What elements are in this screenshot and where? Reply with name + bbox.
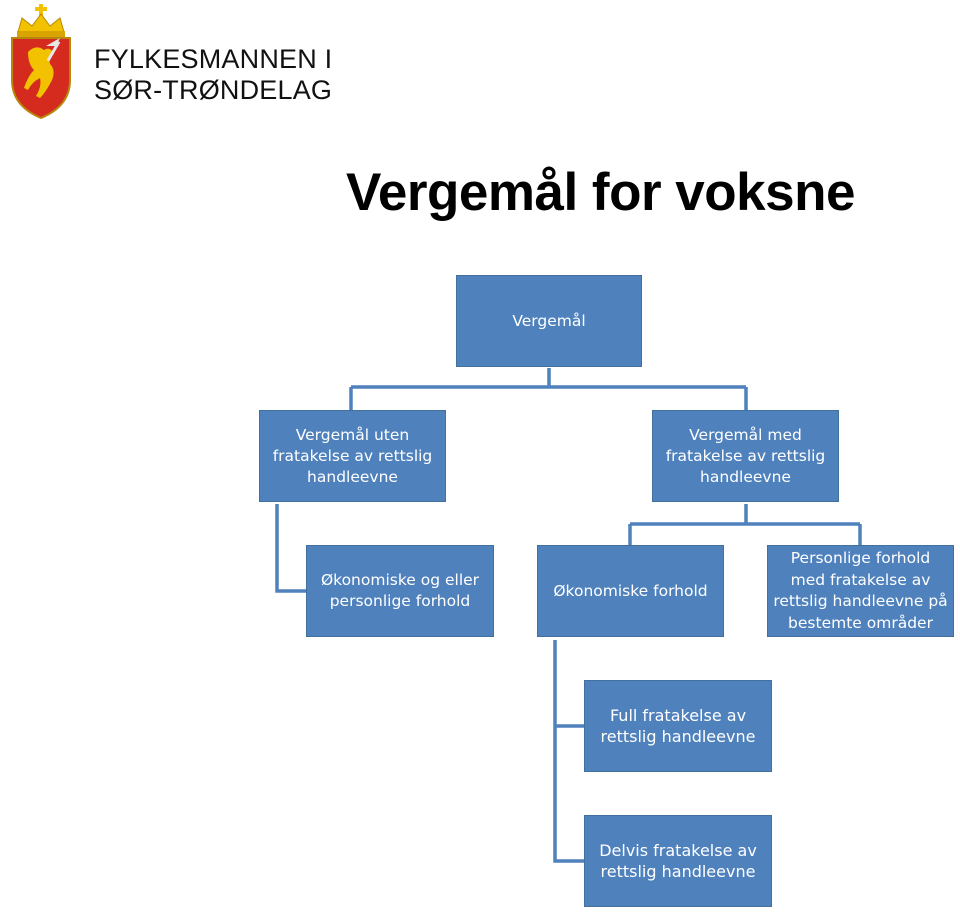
node-right-child-2: Personlige forhold med fratakelse av ret… [767,545,954,637]
node-right-child-1-label: Økonomiske forhold [553,581,708,600]
node-sub-child-2: Delvis fratakelse av rettslig handleevne [584,815,772,907]
node-level1-right: Vergemål med fratakelse av rettslig hand… [652,410,839,502]
page-title: Vergemål for voksne [346,163,855,222]
node-sub-child-1: Full fratakelse av rettslig handleevne [584,680,772,772]
node-level1-right-label: Vergemål med fratakelse av rettslig hand… [665,425,826,486]
node-left-child-label: Økonomiske og eller personlige forhold [320,571,480,610]
node-right-child-2-label: Personlige forhold med fratakelse av ret… [773,549,948,632]
node-root-label: Vergemål [512,311,586,330]
connector-sub-children [553,640,585,863]
node-sub-child-1-label: Full fratakelse av rettslig handleevne [600,706,756,746]
node-root: Vergemål [456,275,642,367]
node-level1-left-label: Vergemål uten fratakelse av rettslig han… [272,425,433,486]
node-left-child: Økonomiske og eller personlige forhold [306,545,494,637]
connector-left-child [275,504,306,593]
crown-icon [17,4,65,37]
organization-name: FYLKESMANNEN I SØR-TRØNDELAG [94,44,332,106]
node-level1-left: Vergemål uten fratakelse av rettslig han… [259,410,446,502]
node-right-child-1: Økonomiske forhold [537,545,724,637]
coat-of-arms-icon [11,4,71,120]
org-name-line1: FYLKESMANNEN I [94,44,333,74]
node-sub-child-2-label: Delvis fratakelse av rettslig handleevne [599,841,757,881]
org-name-line2: SØR-TRØNDELAG [94,75,333,105]
